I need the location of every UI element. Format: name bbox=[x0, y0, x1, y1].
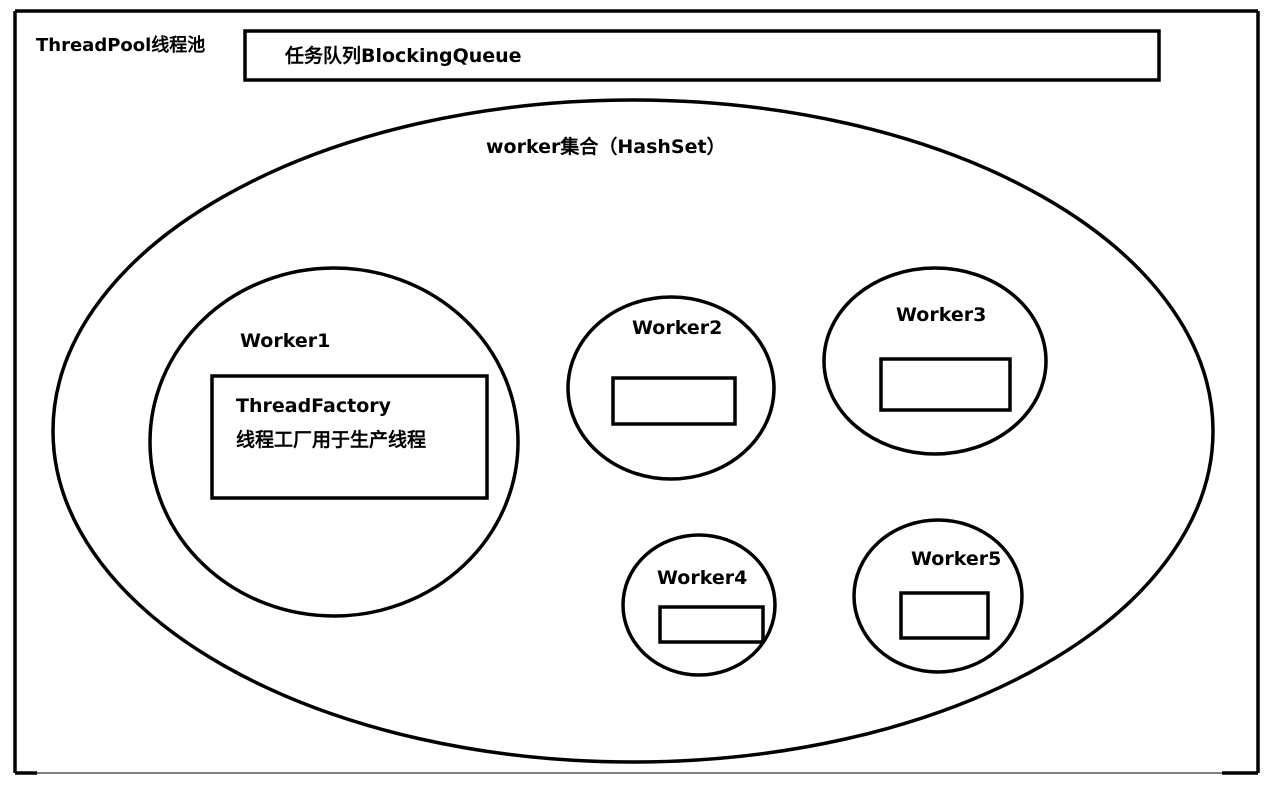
thread-pool-title: ThreadPool线程池 bbox=[36, 35, 206, 56]
worker3-thread-box bbox=[879, 357, 1012, 412]
worker2-thread-box bbox=[611, 376, 737, 426]
worker4-circle bbox=[621, 533, 777, 677]
worker5-circle bbox=[852, 518, 1024, 674]
thread-factory-box bbox=[210, 374, 489, 500]
worker-set-label: worker集合（HashSet） bbox=[486, 136, 726, 158]
worker1-circle bbox=[148, 266, 520, 618]
worker5-label: Worker5 bbox=[911, 548, 1002, 570]
task-queue-box bbox=[243, 29, 1161, 82]
worker2-circle bbox=[566, 295, 776, 481]
thread-factory-name: ThreadFactory bbox=[236, 395, 392, 417]
worker1-label: Worker1 bbox=[240, 330, 331, 352]
task-queue-label: 任务队列BlockingQueue bbox=[285, 45, 522, 67]
worker3-circle bbox=[822, 266, 1048, 456]
worker-set-ellipse bbox=[51, 98, 1215, 764]
worker4-thread-box bbox=[658, 605, 765, 644]
worker5-thread-box bbox=[899, 591, 990, 640]
worker4-label: Worker4 bbox=[657, 567, 748, 589]
worker3-label: Worker3 bbox=[896, 304, 987, 326]
thread-factory-description: 线程工厂用于生产线程 bbox=[236, 429, 427, 451]
worker2-label: Worker2 bbox=[632, 317, 723, 339]
thread-pool-frame bbox=[13, 9, 1260, 775]
